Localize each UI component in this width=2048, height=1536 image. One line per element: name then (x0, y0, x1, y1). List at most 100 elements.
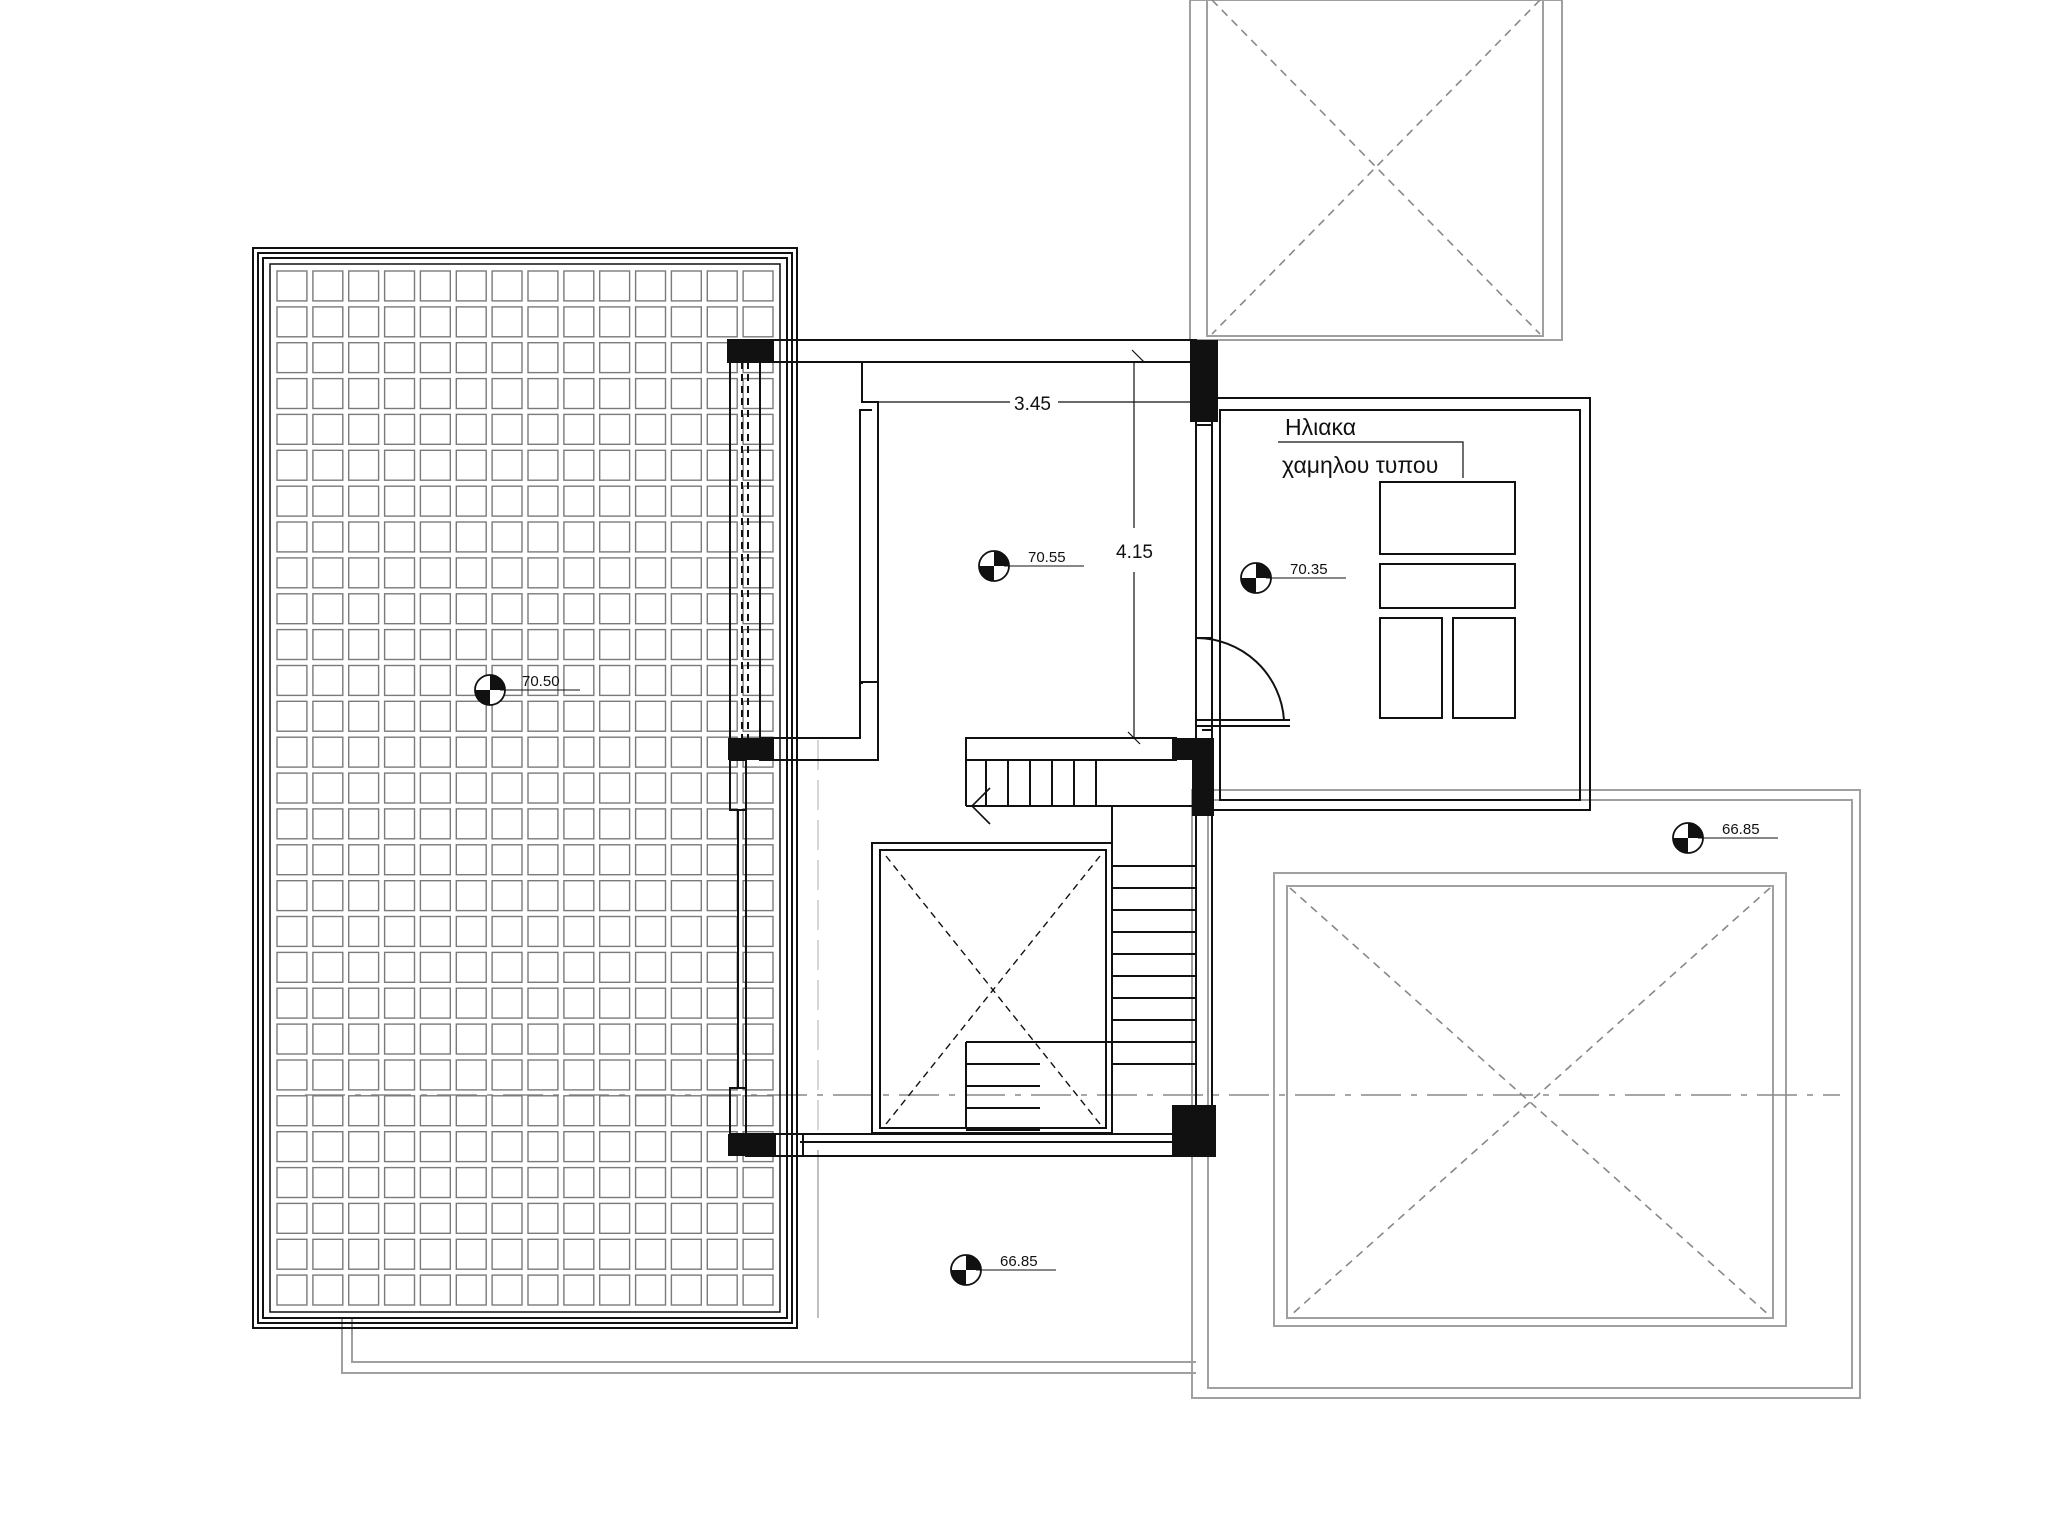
terrace-tile (312, 700, 344, 732)
terrace-tile (670, 342, 703, 374)
terrace-tile (634, 1202, 667, 1235)
terrace-tile (491, 987, 523, 1019)
terrace-tile (312, 915, 344, 948)
terrace-tile (742, 808, 774, 840)
terrace-tile (419, 951, 451, 984)
terrace-tile (670, 987, 703, 1019)
terrace-tile (563, 377, 595, 410)
terrace-tile (491, 270, 523, 302)
terrace-tile (455, 915, 487, 948)
terrace-tile (634, 1130, 667, 1163)
terrace-tile (312, 664, 344, 697)
solar-tank (1379, 563, 1516, 609)
terrace-tile (706, 664, 738, 697)
terrace-tile (312, 1023, 344, 1055)
terrace-tile (383, 880, 416, 912)
terrace-tile (455, 1202, 487, 1235)
terrace-tile (455, 987, 487, 1019)
svg-text:70.35: 70.35 (1290, 561, 1328, 578)
terrace-tile (455, 1130, 487, 1163)
room-width-dimension: 3.45 (1014, 394, 1051, 415)
terrace-tile (276, 413, 308, 445)
terrace-tile (383, 413, 416, 445)
terrace-tile (348, 1023, 380, 1055)
terrace-tile (742, 485, 774, 517)
terrace-tile (276, 1059, 308, 1091)
terrace-tile (634, 915, 667, 948)
terrace-tile (383, 449, 416, 481)
terrace-tile (742, 1166, 774, 1199)
terrace-tile (634, 664, 667, 697)
svg-text:66.85: 66.85 (1000, 1253, 1038, 1270)
terrace-tile (348, 700, 380, 732)
terrace-tile (276, 306, 308, 338)
terrace-tile (599, 772, 631, 804)
terrace-tile (419, 485, 451, 517)
terrace-tile (491, 808, 523, 840)
terrace-tile (670, 1238, 703, 1270)
terrace-tile (706, 1023, 738, 1055)
terrace-tile (383, 736, 416, 768)
terrace-tile (599, 736, 631, 768)
terrace-tile (742, 593, 774, 625)
terrace-tile (742, 270, 774, 302)
terrace-tile (383, 521, 416, 553)
terrace-tile (706, 1202, 738, 1235)
terrace-tile (670, 628, 703, 661)
lower-slab-outline (341, 1318, 1196, 1374)
stair-void-cross (885, 855, 1101, 1125)
terrace-tile (312, 377, 344, 410)
terrace-tile (348, 808, 380, 840)
right-roof-outline (1191, 789, 1861, 1399)
terrace-tile (670, 1166, 703, 1199)
terrace-tile (348, 736, 380, 768)
terrace-tile (706, 521, 738, 553)
terrace-tile (276, 700, 308, 732)
terrace-tile (491, 485, 523, 517)
terrace-tile (348, 1274, 380, 1306)
terrace-tile (706, 808, 738, 840)
terrace-tile (348, 1238, 380, 1270)
terrace-tile (527, 413, 559, 445)
terrace-tile (527, 700, 559, 732)
terrace-tile (312, 593, 344, 625)
terrace-tile (670, 449, 703, 481)
terrace-tile (634, 700, 667, 732)
terrace-tile (276, 521, 308, 553)
terrace-tile (670, 772, 703, 804)
terrace-tile (312, 1130, 344, 1163)
terrace-tile (383, 808, 416, 840)
terrace-tile (634, 951, 667, 984)
terrace-tile (383, 1023, 416, 1055)
terrace-tile (383, 485, 416, 517)
terrace-tile (312, 808, 344, 840)
terrace-tile (419, 1059, 451, 1091)
terrace-tile (276, 1274, 308, 1306)
terrace-tile (383, 844, 416, 876)
terrace-tile (706, 377, 738, 410)
terrace-tile (419, 664, 451, 697)
terrace-tile (527, 485, 559, 517)
terrace-tile (527, 1059, 559, 1091)
terrace-tile (527, 915, 559, 948)
terrace-tile (383, 557, 416, 589)
terrace-tile (348, 377, 380, 410)
terrace-tile (491, 880, 523, 912)
terrace-tile (706, 557, 738, 589)
terrace-tile (276, 1095, 308, 1127)
terrace-tile (276, 772, 308, 804)
terrace-tile (383, 593, 416, 625)
terrace-tile (312, 270, 344, 302)
terrace-tile (670, 270, 703, 302)
terrace-tile (527, 342, 559, 374)
terrace-tile (455, 628, 487, 661)
terrace-tile (563, 1274, 595, 1306)
terrace-tile (491, 915, 523, 948)
terrace-tile (563, 1059, 595, 1091)
terrace-tile (634, 1274, 667, 1306)
terrace-tile (455, 593, 487, 625)
terrace-tile (742, 700, 774, 732)
terrace-tile (312, 1202, 344, 1235)
terrace-tile (670, 880, 703, 912)
terrace-tile (742, 880, 774, 912)
